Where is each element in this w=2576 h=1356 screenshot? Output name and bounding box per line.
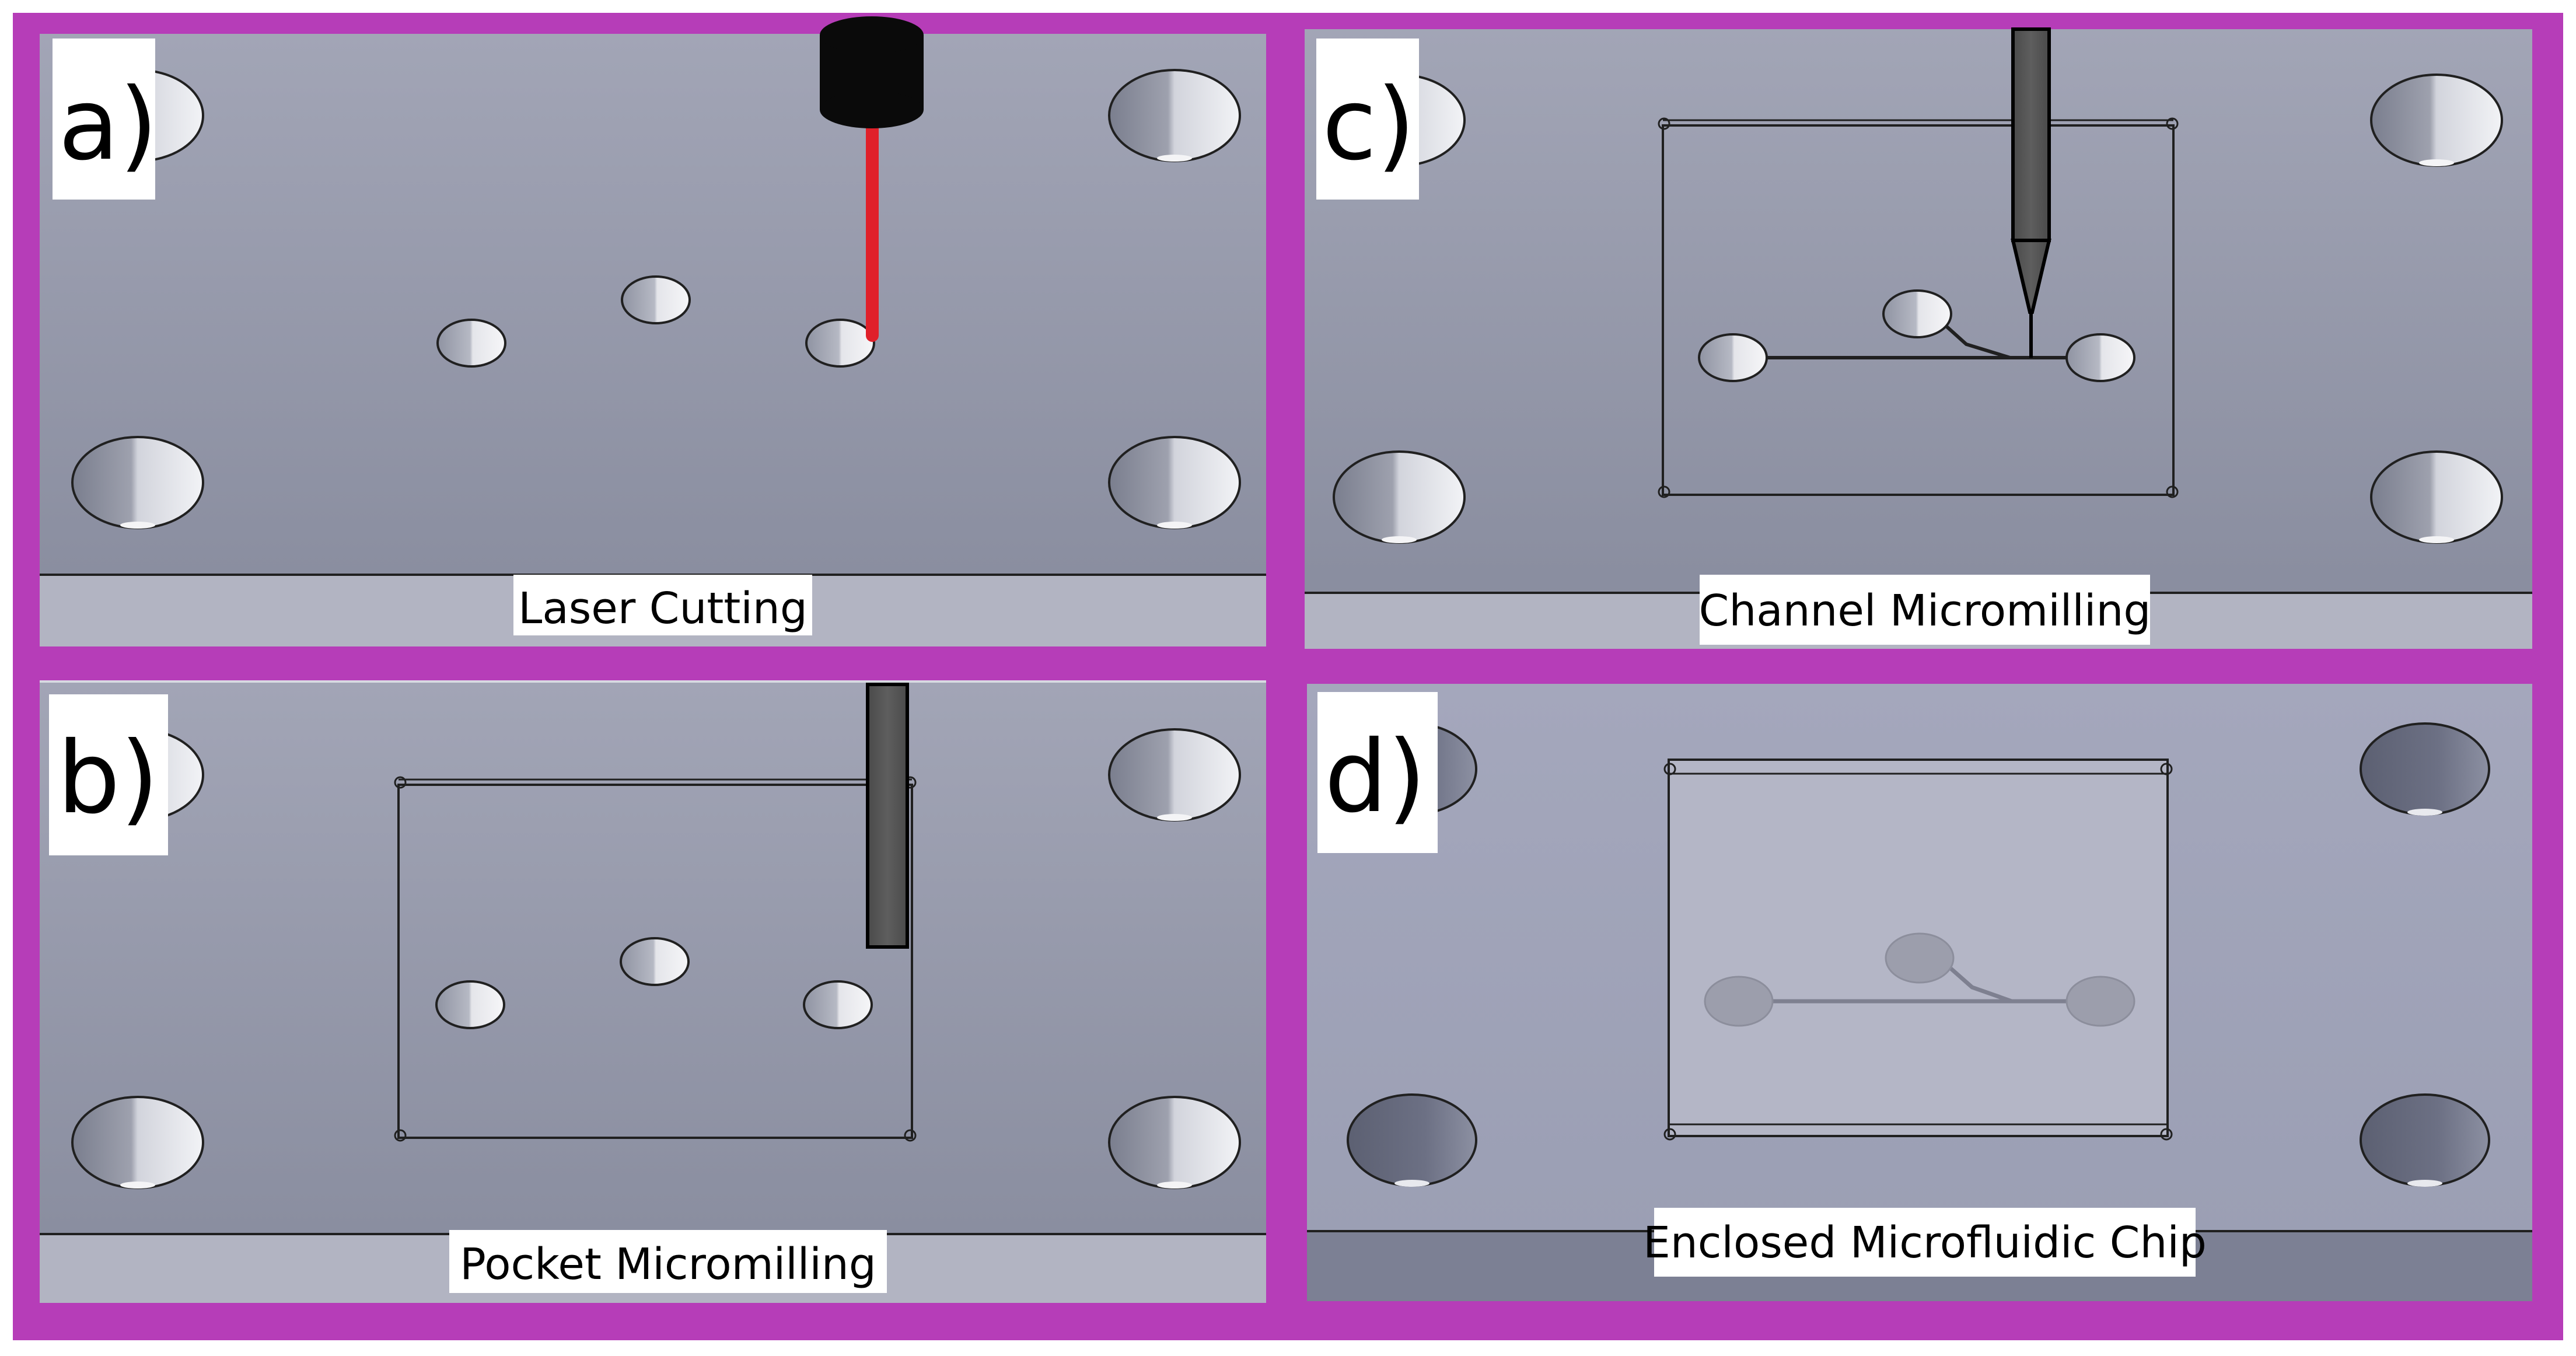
panel-caption-box [449, 1230, 887, 1293]
mounting-hole [2360, 1093, 2490, 1187]
reservoir-hole [1698, 333, 1768, 382]
panel-d: d) Enclosed Microfluidic Chip [1307, 684, 2532, 1301]
reservoir-hole [805, 319, 875, 368]
panel-caption-box [1700, 575, 2150, 645]
panel-letter: a) [58, 67, 158, 183]
block-top-face [40, 682, 1266, 1303]
mounting-hole [1333, 450, 1466, 544]
pocket-outline [1662, 124, 2175, 496]
mounting-hole [2370, 450, 2503, 544]
pocket-outline [397, 784, 913, 1139]
pocket-corner [904, 1129, 917, 1142]
panel-letter-box [53, 39, 155, 200]
pocket-corner [1658, 117, 1670, 130]
flat-end-mill [866, 683, 909, 949]
laser-head [820, 16, 924, 128]
panel-caption-box [513, 575, 812, 635]
block-top-face [40, 34, 1266, 646]
mounting-hole [2360, 722, 2490, 816]
mounting-hole [1108, 728, 1241, 822]
cover-corner [1663, 1128, 1676, 1141]
tapered-end-mill [2011, 27, 2051, 358]
reservoir-hole [1882, 289, 1952, 338]
panel-a: a) Laser Cutting [40, 16, 1266, 646]
mounting-hole [1108, 1096, 1241, 1189]
panel-caption: Channel Micromilling [1699, 586, 2151, 636]
reservoir-hole [2065, 333, 2135, 382]
panel-b: b) Pocket Micromilling [40, 680, 1266, 1303]
panel-caption-box [1654, 1208, 2196, 1277]
panel-caption: Laser Cutting [518, 583, 808, 634]
panel-letter-box [49, 694, 168, 855]
reservoir-hole [621, 275, 691, 324]
reservoir-hole [803, 980, 873, 1029]
mounting-hole [1347, 1093, 1477, 1187]
enclosed-reservoir [2065, 976, 2135, 1027]
panel-letter: d) [1324, 719, 1426, 835]
panel-caption: Enclosed Microfluidic Chip [1643, 1218, 2207, 1268]
enclosed-reservoir [1885, 932, 1955, 984]
reservoir-hole [620, 937, 690, 986]
mounting-hole [1108, 69, 1241, 162]
mounting-hole [71, 436, 204, 529]
reservoir-hole [435, 980, 505, 1029]
panel-letter-box [1316, 39, 1419, 200]
reservoir-hole [436, 319, 506, 368]
enclosed-reservoir [1704, 976, 1774, 1027]
pocket-corner [394, 1129, 407, 1142]
panel-letter: c) [1322, 67, 1415, 183]
pocket-corner [2166, 485, 2179, 498]
panel-c: c) Channel Micromilling [1305, 27, 2532, 649]
pocket-corner [1658, 485, 1670, 498]
pocket-corner [2166, 117, 2179, 130]
cover-corner [2160, 763, 2173, 775]
block-top-face [1305, 29, 2532, 649]
mounting-hole [71, 1096, 204, 1189]
panel-letter: b) [57, 721, 159, 836]
pocket-corner [394, 776, 407, 789]
panel-letter-box [1317, 692, 1438, 853]
cover-corner [1663, 763, 1676, 775]
mounting-hole [1108, 436, 1241, 529]
cover-corner [2160, 1128, 2173, 1141]
panel-caption: Pocket Micromilling [460, 1239, 876, 1289]
enclosed-channel-branch [1941, 960, 2013, 1004]
mounting-hole [2370, 74, 2503, 167]
